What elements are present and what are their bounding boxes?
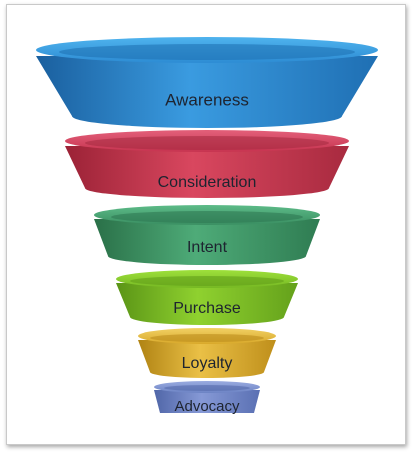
funnel-stage-loyalty: Loyalty: [138, 328, 276, 378]
funnel-stage-intent: Intent: [94, 205, 320, 265]
funnel-stage-purchase: Purchase: [116, 270, 298, 325]
stage-label-intent: Intent: [187, 239, 228, 256]
funnel-stage-advocacy: Advocacy: [154, 381, 260, 415]
stage-label-purchase: Purchase: [173, 300, 241, 317]
funnel-stage-consideration: Consideration: [65, 130, 349, 198]
stage-label-awareness: Awareness: [165, 90, 249, 109]
funnel-stage-awareness: Awareness: [36, 37, 378, 128]
stage-label-advocacy: Advocacy: [174, 398, 240, 415]
stage-label-loyalty: Loyalty: [182, 355, 233, 372]
stage-label-consideration: Consideration: [158, 174, 257, 191]
